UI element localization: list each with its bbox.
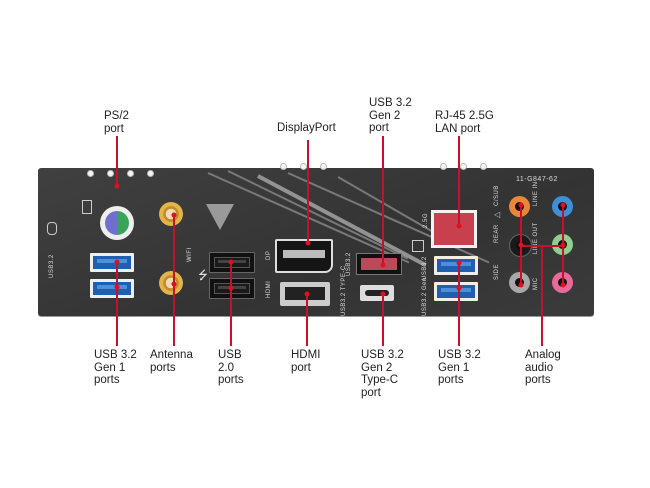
antenna-leader-line	[173, 215, 175, 346]
usb32-gen1-left-leader-line	[116, 262, 118, 346]
lan-silkscreen: 2.5G	[423, 212, 429, 228]
line-in-silkscreen: LINE IN	[533, 181, 539, 206]
usb-icon: ⭍	[198, 268, 208, 282]
analog-audio-label: Analog audio ports	[525, 349, 561, 386]
usb32-gen1-port	[434, 282, 478, 301]
ps2-marker	[114, 183, 120, 189]
rj45-marker	[456, 223, 462, 229]
usb20-ports-label: USB 2.0 ports	[218, 349, 244, 386]
screw	[440, 163, 447, 170]
usb32-gen1-left-marker	[114, 259, 120, 265]
usb32-gen1-port	[434, 256, 478, 275]
usb20-leader-line	[230, 262, 232, 346]
usb32-gen1-left-label: USB 3.2 Gen 1 ports	[94, 349, 137, 386]
hdmi-port-label: HDMI port	[291, 349, 321, 374]
mic-silkscreen: MIC	[533, 277, 539, 291]
aorus-logo	[206, 204, 234, 230]
hdmi-marker	[304, 291, 310, 297]
ps2-leader-line	[116, 136, 118, 186]
typec-leader-line	[382, 294, 384, 346]
io-shield-panel: 11-G847-62 USB3.2 WIFI ⭍ DP HDMI USB3.2 …	[38, 168, 594, 316]
usb32-gen1-left-marker	[114, 284, 120, 290]
screw	[480, 163, 487, 170]
typec-marker	[380, 291, 386, 297]
antenna-ports-label: Antenna ports	[150, 349, 193, 374]
usb32-gen2-typec-label: USB 3.2 Gen 2 Type-C port	[361, 349, 404, 399]
rj45-leader-line	[458, 136, 460, 226]
screw	[127, 170, 134, 177]
usb20-marker	[228, 259, 234, 265]
displayport-label: DisplayPort	[277, 122, 336, 134]
usb32-gen1-right-marker	[456, 285, 462, 291]
audio-marker	[560, 242, 566, 248]
keyboard-icon	[82, 200, 92, 214]
displayport-marker	[305, 240, 311, 246]
wifi-silkscreen: WIFI	[187, 247, 193, 262]
audio-leader-line	[541, 245, 543, 346]
audio-marker	[518, 242, 524, 248]
network-icon	[412, 240, 424, 252]
usb32-gen1-right-marker	[456, 260, 462, 266]
ps2-port	[100, 206, 134, 240]
audio-marker	[518, 202, 524, 208]
usb32-gen1-port	[90, 279, 134, 298]
rear-silkscreen: REAR	[494, 224, 500, 243]
antenna-marker	[171, 281, 177, 287]
audio-marker	[518, 282, 524, 288]
mouse-icon	[47, 222, 57, 235]
screw	[107, 170, 114, 177]
displayport-port	[275, 239, 333, 273]
line-out-silkscreen: LINE OUT	[533, 222, 539, 254]
audio-marker	[560, 282, 566, 288]
usb32-gen2-leader-line	[382, 136, 384, 266]
usb32-right-silkscreen-2: USB3.2 Gen	[422, 277, 428, 316]
usb32-left-silkscreen: USB3.2	[49, 254, 55, 278]
usb32-gen2-marker	[380, 262, 386, 268]
antenna-port	[159, 202, 183, 226]
usb32-gen1-port	[90, 253, 134, 272]
dp-silkscreen: DP	[266, 250, 272, 260]
screw	[320, 163, 327, 170]
typec-silkscreen: USB3.2 TYPE-C	[341, 265, 347, 316]
antenna-port	[159, 271, 183, 295]
usb32-gen2-typec-port	[360, 285, 394, 301]
displayport-leader-line	[307, 140, 309, 243]
ps2-port-label: PS/2 port	[104, 110, 129, 135]
screw	[460, 163, 467, 170]
speaker-icon: ◁	[494, 210, 501, 219]
audio-marker	[560, 202, 566, 208]
usb32-gen1-right-label: USB 3.2 Gen 1 ports	[438, 349, 481, 386]
screw	[87, 170, 94, 177]
rj45-lan-port	[431, 210, 477, 248]
hdmi-silkscreen: HDMI	[266, 280, 272, 298]
model-code: 11-G847-62	[516, 176, 558, 183]
antenna-marker	[171, 212, 177, 218]
side-silkscreen: SIDE	[494, 263, 500, 280]
hdmi-leader-line	[306, 294, 308, 346]
usb20-marker	[228, 285, 234, 291]
screw	[147, 170, 154, 177]
rj45-lan-port-label: RJ-45 2.5G LAN port	[435, 110, 494, 135]
screw	[280, 163, 287, 170]
usb32-gen1-right-leader-line	[458, 263, 460, 346]
screw	[300, 163, 307, 170]
usb32-gen2-port-label: USB 3.2 Gen 2 port	[369, 97, 412, 134]
csub-silkscreen: C/SUB	[494, 185, 500, 206]
usb32-gen2-port	[356, 253, 402, 275]
